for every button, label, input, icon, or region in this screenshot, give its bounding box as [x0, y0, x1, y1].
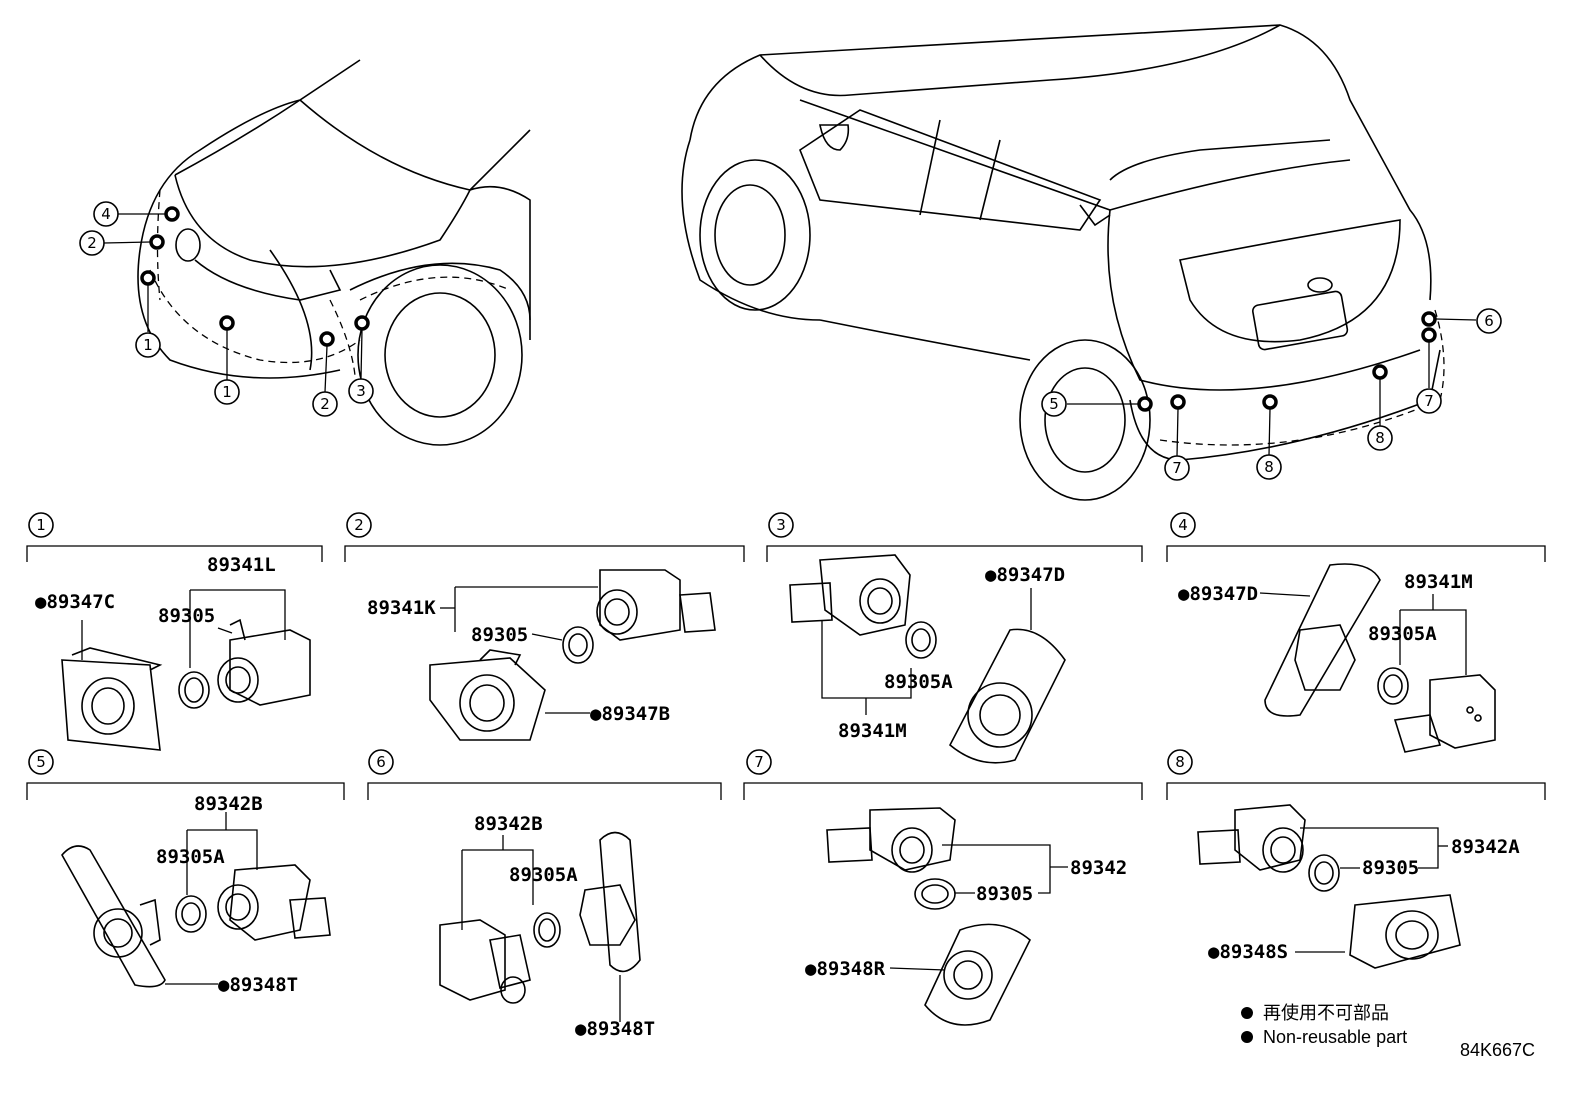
- svg-text:●89348T: ●89348T: [218, 974, 298, 996]
- svg-text:再使用不可部品: 再使用不可部品: [1263, 1003, 1389, 1023]
- svg-text:8: 8: [1264, 458, 1274, 476]
- svg-text:89341K: 89341K: [367, 597, 436, 619]
- svg-text:Non-reusable part: Non-reusable part: [1263, 1027, 1407, 1047]
- svg-text:●89347C: ●89347C: [35, 591, 115, 613]
- callout-8-rear-a: 8: [1256, 454, 1282, 480]
- svg-text:89305: 89305: [976, 883, 1033, 905]
- section-8: 89342A 89305 ●89348S: [1197, 804, 1520, 969]
- callout-leaders: [103, 213, 1477, 457]
- svg-text:89305A: 89305A: [509, 864, 578, 886]
- svg-text:89305: 89305: [471, 624, 528, 646]
- section-4: ●89347D 89341M 89305A: [1178, 563, 1496, 753]
- svg-text:6: 6: [1484, 312, 1494, 330]
- svg-text:89305A: 89305A: [884, 671, 953, 693]
- svg-text:●89347D: ●89347D: [1178, 583, 1258, 605]
- svg-text:7: 7: [1424, 392, 1434, 410]
- svg-text:89341L: 89341L: [207, 554, 276, 576]
- diagram-code: 84K667C: [1460, 1040, 1535, 1060]
- svg-text:7: 7: [754, 753, 764, 771]
- callout-1-front-a: 1: [135, 332, 161, 358]
- svg-text:3: 3: [356, 382, 366, 400]
- svg-text:2: 2: [87, 234, 97, 252]
- svg-text:89342: 89342: [1070, 857, 1127, 879]
- svg-text:89342A: 89342A: [1451, 836, 1520, 858]
- callout-1-front-b: 1: [214, 379, 240, 405]
- svg-text:8: 8: [1375, 429, 1385, 447]
- svg-text:1: 1: [36, 516, 46, 534]
- section-1: 89341L ●89347C 89305: [35, 554, 311, 751]
- callout-3-front: 3: [348, 378, 374, 404]
- svg-text:●89348R: ●89348R: [805, 958, 886, 980]
- callout-4-front: 4: [93, 201, 119, 227]
- section-headers: 1 2 3 4 5 6 7 8: [26, 512, 1546, 800]
- svg-text:89342B: 89342B: [194, 793, 263, 815]
- svg-text:2: 2: [354, 516, 364, 534]
- callout-5-rear: 5: [1041, 391, 1067, 417]
- rear-car-illustration: [681, 24, 1445, 501]
- callout-2-front-a: 2: [79, 230, 105, 256]
- svg-text:7: 7: [1172, 459, 1182, 477]
- section-3: ●89347D 89305A 89341M: [789, 554, 1066, 764]
- callout-7-rear-b: 7: [1416, 388, 1442, 414]
- svg-text:5: 5: [36, 753, 46, 771]
- callout-2-front-b: 2: [312, 391, 338, 417]
- sensor-location-markers: [140, 206, 1437, 412]
- svg-text:●89348S: ●89348S: [1208, 941, 1288, 963]
- front-car-illustration: [137, 59, 531, 446]
- section-5: 89342B 89305A ●89348T: [61, 793, 331, 996]
- svg-text:8: 8: [1175, 753, 1185, 771]
- svg-text:1: 1: [143, 336, 153, 354]
- callout-8-rear-b: 8: [1367, 425, 1393, 451]
- svg-text:●89348T: ●89348T: [575, 1018, 655, 1040]
- svg-text:5: 5: [1049, 395, 1059, 413]
- svg-text:89305A: 89305A: [1368, 623, 1437, 645]
- svg-text:6: 6: [376, 753, 386, 771]
- svg-text:89305: 89305: [158, 605, 215, 627]
- svg-text:1: 1: [222, 383, 232, 401]
- section-2: 89341K 89305 ●89347B: [367, 569, 716, 741]
- top-callouts: 4 2 1 1 2 3 5 7 8 8 6 7: [79, 201, 1502, 481]
- svg-text:89342B: 89342B: [474, 813, 543, 835]
- svg-text:●89347B: ●89347B: [590, 703, 670, 725]
- svg-text:89305: 89305: [1362, 857, 1419, 879]
- svg-text:89305A: 89305A: [156, 846, 225, 868]
- section-6: 89342B 89305A ●89348T: [439, 813, 655, 1040]
- svg-text:4: 4: [101, 205, 111, 223]
- svg-text:4: 4: [1178, 516, 1188, 534]
- svg-text:●89347D: ●89347D: [985, 564, 1065, 586]
- svg-text:89341M: 89341M: [838, 720, 907, 742]
- callout-6-rear: 6: [1476, 308, 1502, 334]
- svg-text:2: 2: [320, 395, 330, 413]
- svg-text:89341M: 89341M: [1404, 571, 1473, 593]
- legend: 再使用不可部品 Non-reusable part: [1241, 1003, 1407, 1047]
- section-7: 89342 89305 ●89348R: [805, 807, 1127, 1026]
- callout-7-rear-a: 7: [1164, 455, 1190, 481]
- svg-text:3: 3: [776, 516, 786, 534]
